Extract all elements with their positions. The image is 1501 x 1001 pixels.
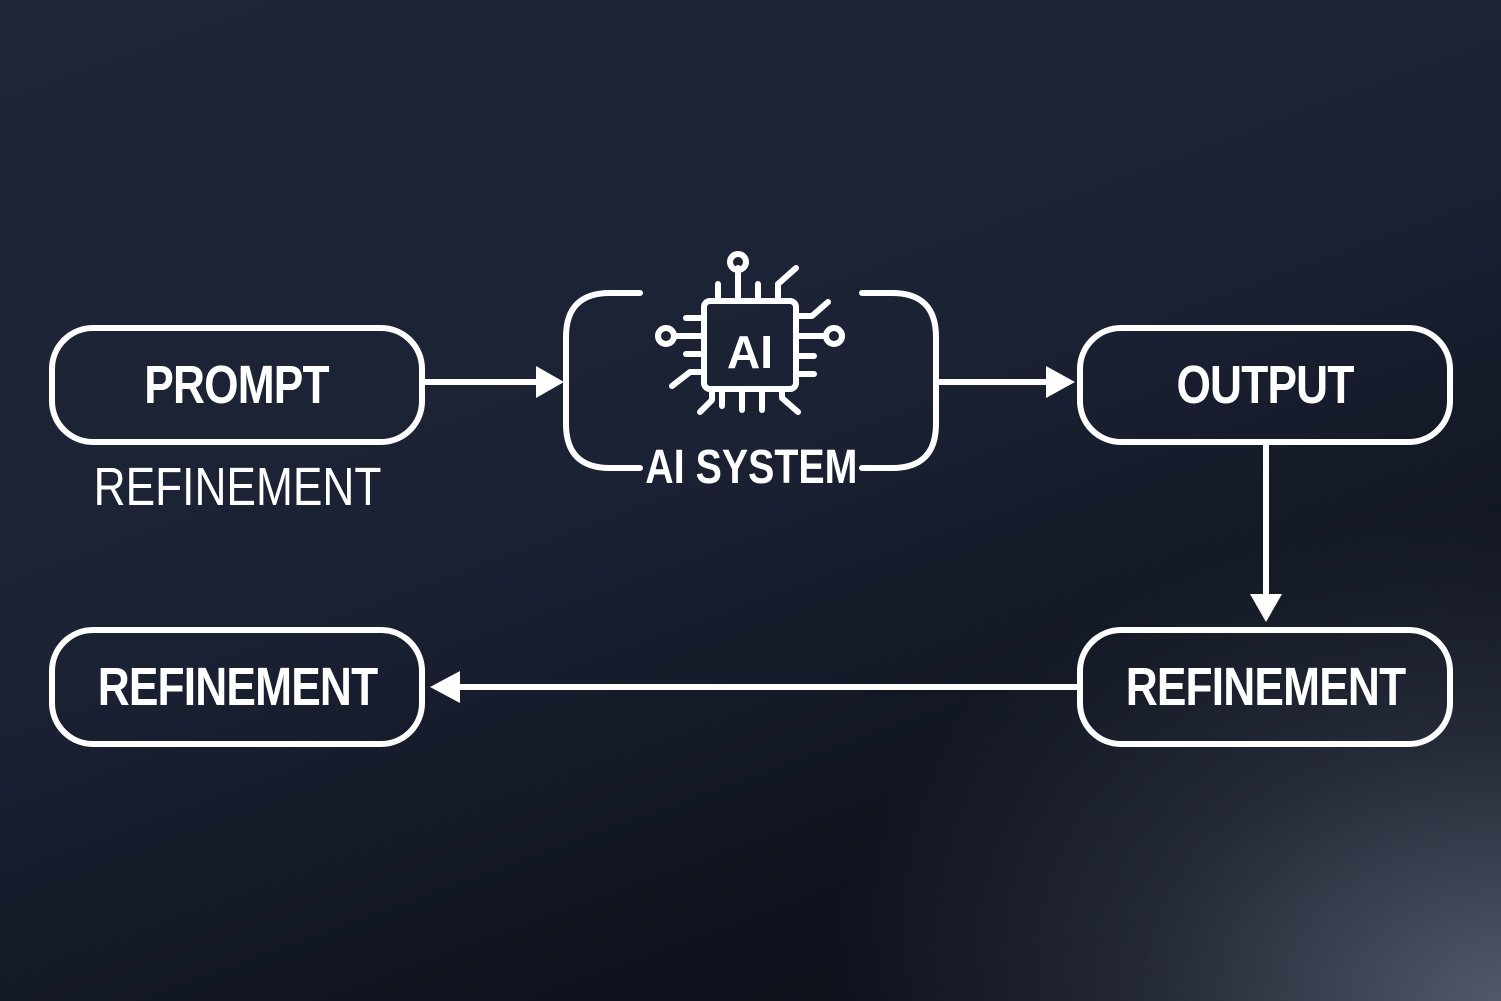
arrow-ai-to-output bbox=[936, 366, 1075, 398]
ai-system-label-text: AI SYSTEM bbox=[644, 441, 858, 494]
ai-system-label: AI SYSTEM bbox=[620, 440, 882, 495]
arrow-output-to-refinement bbox=[1250, 445, 1282, 622]
prompt-label: PROMPT bbox=[144, 355, 330, 415]
refinement-node-left: REFINEMENT bbox=[49, 627, 425, 747]
output-node: OUTPUT bbox=[1077, 325, 1453, 445]
prompt-node: PROMPT bbox=[49, 325, 425, 445]
arrow-refinement-to-refinement bbox=[430, 671, 1077, 703]
ai-chip-icon bbox=[655, 251, 845, 415]
refinement-node-right: REFINEMENT bbox=[1077, 627, 1453, 747]
ai-chip-label: AI bbox=[727, 326, 773, 378]
refinement-left-label: REFINEMENT bbox=[97, 657, 377, 717]
output-label: OUTPUT bbox=[1176, 355, 1354, 415]
arrow-prompt-to-ai bbox=[425, 366, 564, 398]
prompt-subtitle: REFINEMENT bbox=[49, 456, 425, 518]
refinement-right-label: REFINEMENT bbox=[1125, 657, 1405, 717]
prompt-subtitle-text: REFINEMENT bbox=[93, 457, 381, 517]
